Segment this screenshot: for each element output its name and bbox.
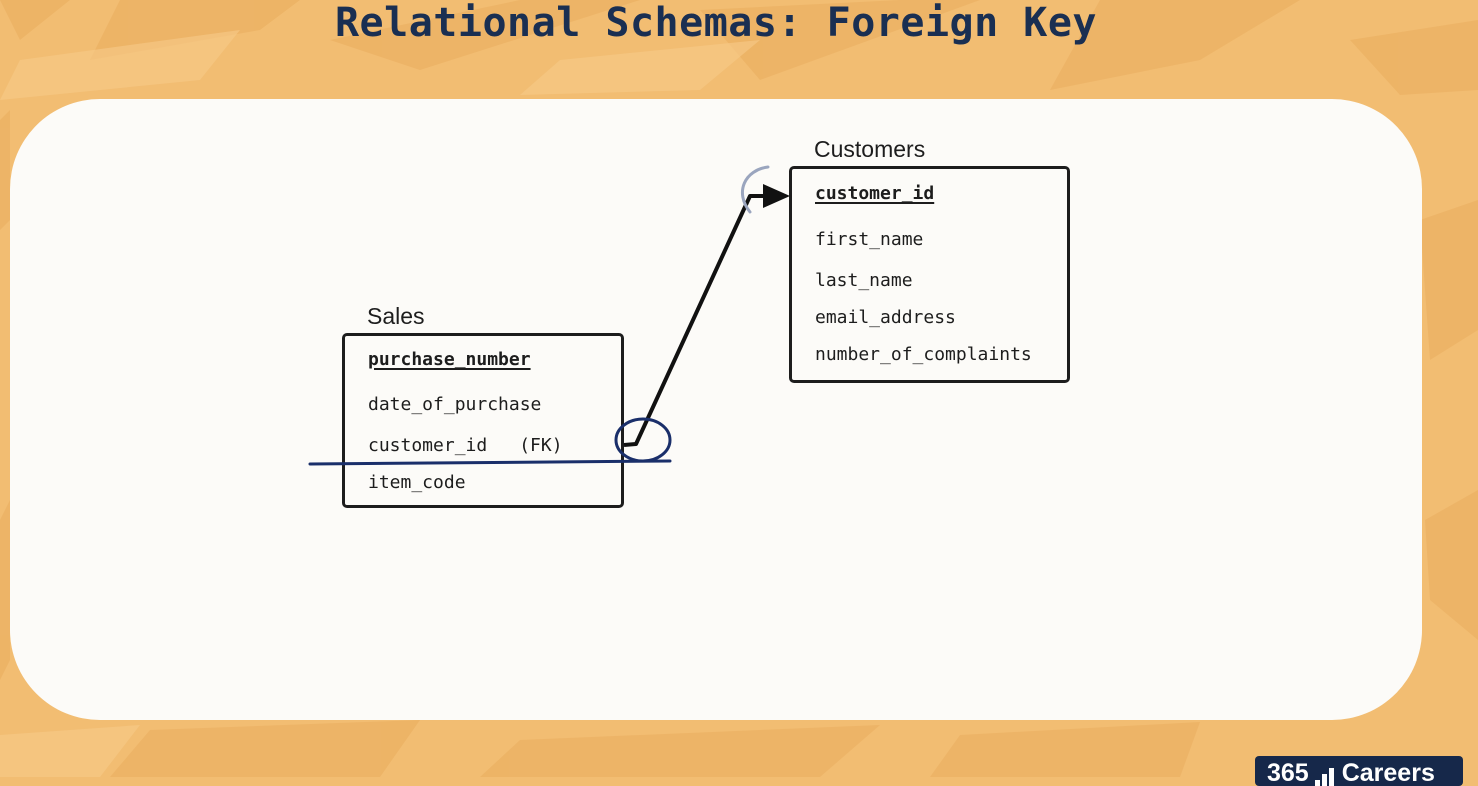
- logo-number: 365: [1267, 759, 1309, 786]
- sales-fk-field-name: customer_id: [368, 435, 488, 456]
- sales-table-name: Sales: [367, 303, 425, 329]
- customers-field-last-name: last_name: [815, 270, 913, 291]
- brand-logo: 365 Careers: [1255, 756, 1463, 786]
- sales-primary-key: purchase_number: [368, 349, 531, 370]
- customers-field-number-of-complaints: number_of_complaints: [815, 344, 1032, 365]
- customers-entity-box: customer_id first_name last_name email_a…: [789, 166, 1070, 383]
- diagram-panel: [10, 99, 1422, 720]
- slide-title: Relational Schemas: Foreign Key: [334, 0, 1098, 46]
- customers-field-first-name: first_name: [815, 229, 924, 250]
- fk-tag: (FK): [519, 435, 563, 456]
- logo-bars-icon: [1314, 756, 1336, 786]
- sales-field-customer-id: customer_id (FK): [368, 435, 563, 456]
- sales-field-item-code: item_code: [368, 472, 466, 493]
- sales-entity-box: purchase_number date_of_purchase custome…: [342, 333, 624, 508]
- customers-field-email-address: email_address: [815, 307, 956, 328]
- sales-field-date-of-purchase: date_of_purchase: [368, 394, 542, 415]
- logo-brand: Careers: [1341, 759, 1435, 786]
- customers-primary-key: customer_id: [815, 183, 935, 204]
- customers-table-name: Customers: [814, 136, 926, 162]
